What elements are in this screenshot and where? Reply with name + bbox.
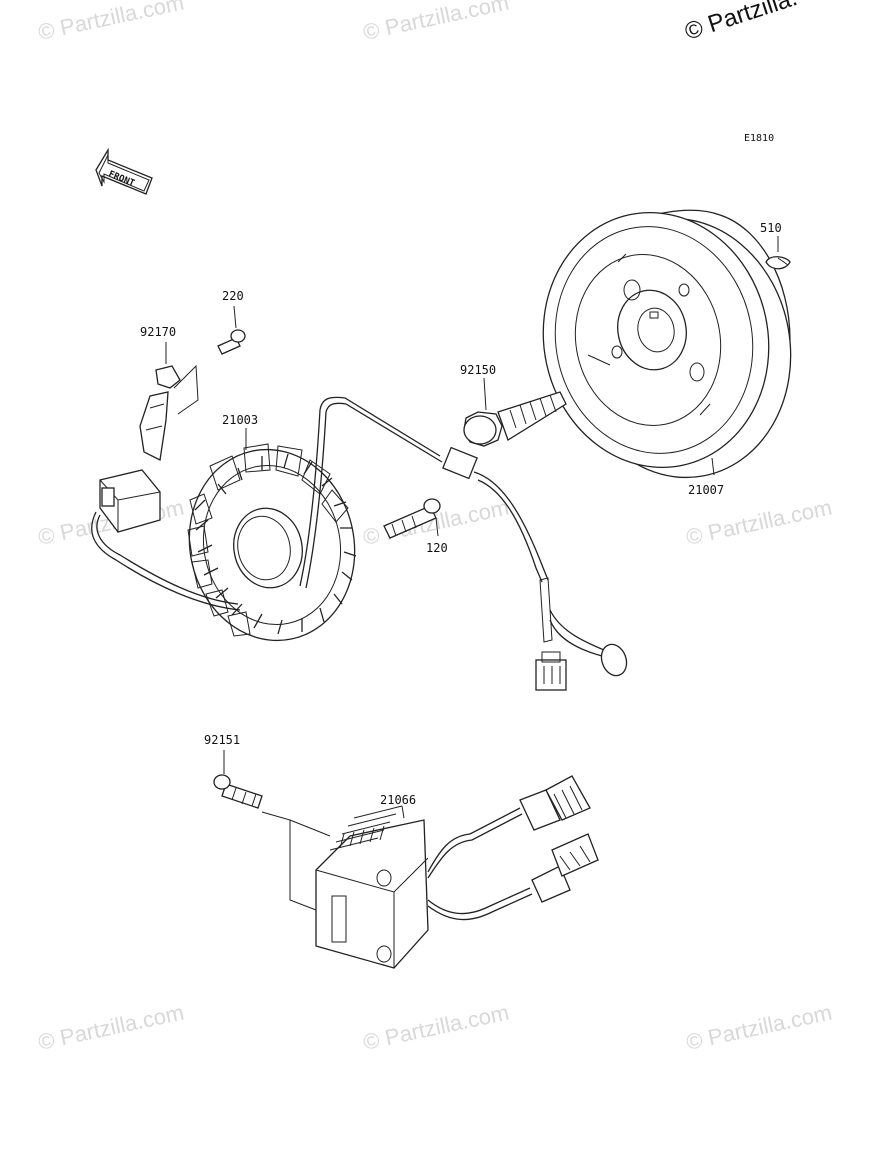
leader-220 (233, 305, 237, 329)
rotor-21007[interactable] (520, 192, 811, 496)
leader-120 (435, 517, 439, 537)
watermarks: © Partzilla.com © Partzilla.com © Partzi… (36, 0, 834, 1055)
stator-21003[interactable] (172, 434, 372, 656)
watermark: © Partzilla.com (684, 1000, 834, 1055)
woodruff-key-510[interactable] (765, 256, 791, 270)
flange-bolt-92150[interactable] (463, 391, 567, 447)
leader-21007 (711, 457, 715, 476)
regulator-harness (427, 775, 599, 921)
copyright-text: © Partzilla. (682, 0, 801, 46)
part-label-92151[interactable]: 92151 (204, 733, 240, 747)
leader-92151-bracket (261, 811, 331, 911)
part-label-220[interactable]: 220 (222, 289, 244, 303)
part-label-510[interactable]: 510 (760, 221, 782, 235)
bracket-92170[interactable] (139, 365, 181, 461)
diagram-code: E1810 (744, 133, 774, 144)
part-label-21003[interactable]: 21003 (222, 413, 258, 427)
screw-220[interactable] (217, 329, 246, 355)
watermark: © Partzilla.com (36, 0, 186, 45)
part-label-21007[interactable]: 21007 (688, 483, 724, 497)
watermark: © Partzilla.com (684, 495, 834, 550)
part-label-120[interactable]: 120 (426, 541, 448, 555)
front-arrow-icon: FRONT (95, 147, 153, 195)
leader-92150 (483, 377, 487, 411)
watermark: © Partzilla.com (361, 1000, 511, 1055)
bolt-92151[interactable] (213, 774, 263, 809)
leader-92170-bracket (173, 364, 199, 415)
watermark: © Partzilla.com (361, 0, 511, 45)
part-label-21066[interactable]: 21066 (380, 793, 416, 807)
part-label-92150[interactable]: 92150 (460, 363, 496, 377)
part-label-92170[interactable]: 92170 (140, 325, 176, 339)
stator-harness (91, 396, 628, 691)
watermark: © Partzilla.com (36, 1000, 186, 1055)
pickup-coil[interactable] (99, 469, 161, 533)
regulator-21066[interactable] (315, 805, 429, 969)
leader-21066 (401, 805, 405, 819)
